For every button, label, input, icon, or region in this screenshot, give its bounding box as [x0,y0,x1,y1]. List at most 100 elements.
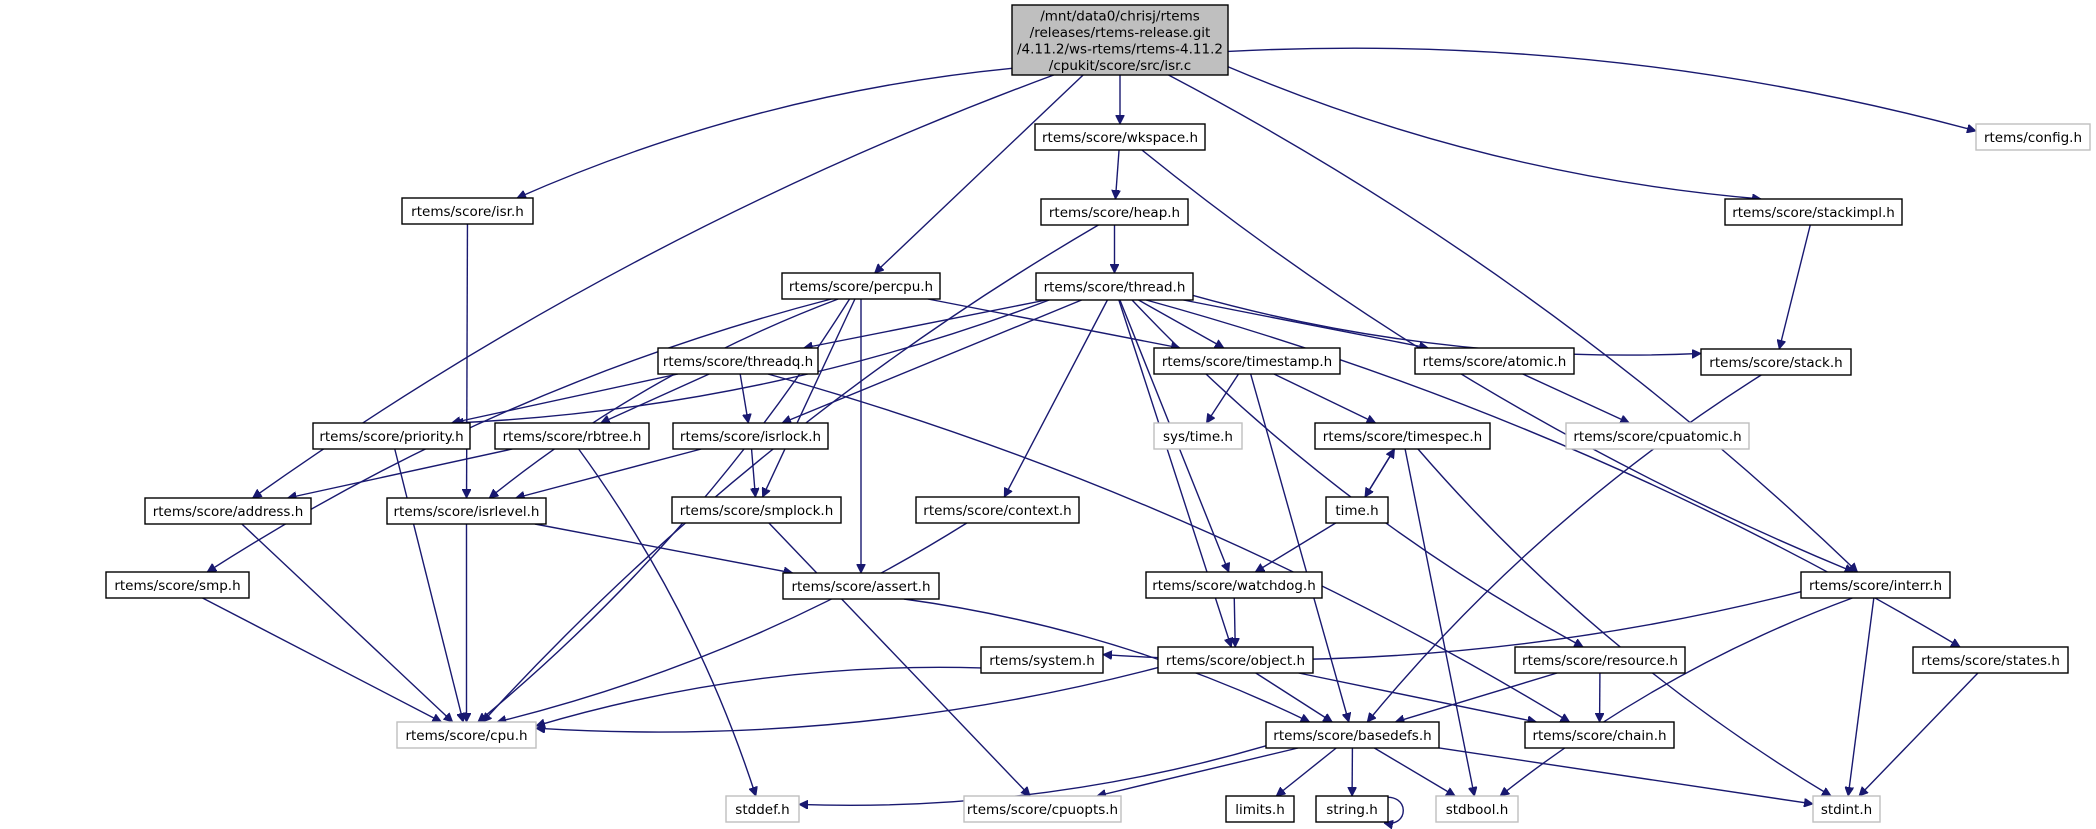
node-systime[interactable]: sys/time.h [1153,422,1243,450]
edge-threadq-to-priority [452,373,679,423]
edge-address-to-cpu [241,523,453,722]
node-box [1414,347,1575,375]
edge-object-to-chain [1298,672,1537,722]
node-label: rtems/score/cpuopts.h [967,802,1118,818]
node-string[interactable]: string.h [1315,795,1389,823]
node-threadq[interactable]: rtems/score/threadq.h [657,347,819,375]
edge-timestamp-to-basedefs [1249,373,1349,722]
node-label: rtems/score/timespec.h [1323,429,1482,445]
node-context[interactable]: rtems/score/context.h [915,496,1080,524]
node-box [1225,795,1295,823]
node-box [1035,272,1194,301]
node-timestamp[interactable]: rtems/score/timestamp.h [1153,347,1341,375]
node-label: rtems/score/isrlevel.h [394,504,540,520]
node-atomic[interactable]: rtems/score/atomic.h [1414,347,1575,375]
node-label: rtems/score/chain.h [1532,728,1666,744]
edge-basedefs-to-stdint [1438,747,1813,804]
node-stdint[interactable]: stdint.h [1812,795,1881,823]
node-box [1800,571,1951,599]
edge-assert-to-basedefs [903,598,1310,723]
node-label: rtems/score/wkspace.h [1042,130,1198,146]
node-box [725,795,800,823]
node-heap[interactable]: rtems/score/heap.h [1040,198,1189,226]
node-label: rtems/score/isrlock.h [680,429,821,445]
edge-thread-to-atomic [1183,299,1428,348]
node-isrlevel[interactable]: rtems/score/isrlevel.h [386,497,547,525]
edge-thread-to-context [1003,299,1109,497]
edge-root-to-percpu [875,74,1084,273]
node-box [963,795,1122,823]
node-stack[interactable]: rtems/score/stack.h [1700,348,1852,376]
node-timespec[interactable]: rtems/score/timespec.h [1314,422,1491,450]
edge-interr-to-stdbool [1500,597,1853,796]
edge-root-to-isr [517,67,1013,198]
node-root[interactable]: /mnt/data0/chrisj/rtems/releases/rtems-r… [1011,4,1229,76]
node-basedefs[interactable]: rtems/score/basedefs.h [1265,721,1440,749]
node-label: rtems/score/stack.h [1709,355,1842,371]
node-label: rtems/config.h [1984,130,2082,146]
node-percpu[interactable]: rtems/score/percpu.h [781,272,941,300]
node-label: rtems/score/states.h [1921,653,2060,669]
node-time[interactable]: time.h [1325,496,1389,524]
node-box [781,272,941,300]
node-thread[interactable]: rtems/score/thread.h [1035,272,1194,301]
node-priority[interactable]: rtems/score/priority.h [312,422,471,450]
edge-watchdog-to-object [1234,597,1235,647]
edge-timestamp-to-systime [1205,373,1240,423]
node-box [1153,422,1243,450]
node-limits[interactable]: limits.h [1225,795,1295,823]
edge-thread-to-stack [1192,294,1701,355]
node-states[interactable]: rtems/score/states.h [1912,646,2069,674]
edge-timespec-to-stdbool [1404,448,1474,796]
node-label: rtems/score/atomic.h [1423,354,1567,370]
node-rbtree[interactable]: rtems/score/rbtree.h [494,422,650,450]
node-box [1265,721,1440,749]
node-label: rtems/score/context.h [923,503,1071,519]
node-system[interactable]: rtems/system.h [980,646,1104,674]
node-cpuopts[interactable]: rtems/score/cpuopts.h [963,795,1122,823]
node-config[interactable]: rtems/config.h [1975,123,2091,151]
node-label: rtems/score/smplock.h [680,503,834,519]
node-label: stddef.h [735,802,789,818]
node-isr[interactable]: rtems/score/isr.h [401,197,534,225]
node-box [144,497,312,525]
node-watchdog[interactable]: rtems/score/watchdog.h [1145,571,1323,599]
node-box [312,422,471,450]
edge-interr-to-stdint [1848,597,1875,796]
edge-timespec-to-stdint [1417,448,1831,797]
node-box [494,422,650,450]
node-stddef[interactable]: stddef.h [725,795,800,823]
node-smplock[interactable]: rtems/score/smplock.h [671,496,842,524]
node-box [980,646,1104,674]
node-object[interactable]: rtems/score/object.h [1157,646,1314,674]
node-stackimpl[interactable]: rtems/score/stackimpl.h [1724,198,1903,226]
node-label: stdint.h [1821,802,1872,818]
node-stdbool[interactable]: stdbool.h [1435,795,1519,823]
node-wkspace[interactable]: rtems/score/wkspace.h [1034,123,1206,151]
node-cpuatomic[interactable]: rtems/score/cpuatomic.h [1565,422,1750,450]
node-address[interactable]: rtems/score/address.h [144,497,312,525]
node-label: rtems/score/threadq.h [663,354,813,370]
edge-isrlevel-to-assert [534,523,793,573]
node-box [782,572,940,600]
node-isrlock[interactable]: rtems/score/isrlock.h [672,422,829,450]
node-cpu[interactable]: rtems/score/cpu.h [396,721,537,749]
node-chain[interactable]: rtems/score/chain.h [1524,721,1675,749]
edge-percpu-to-smplock [763,298,856,497]
node-smp[interactable]: rtems/score/smp.h [105,571,250,599]
node-box [671,496,842,524]
edge-stackimpl-to-stack [1779,224,1811,349]
edge-root-to-interr [1168,74,1858,572]
node-resource[interactable]: rtems/score/resource.h [1514,646,1686,674]
node-label: rtems/score/stackimpl.h [1732,205,1895,221]
node-label: time.h [1335,503,1378,519]
node-assert[interactable]: rtems/score/assert.h [782,572,940,600]
edge-threadq-to-rbtree [601,373,710,423]
node-box [1700,348,1852,376]
node-box [1975,123,2091,151]
edge-system-to-cpu [536,666,982,726]
node-box [1314,422,1491,450]
edge-object-to-basedefs [1255,672,1332,723]
node-interr[interactable]: rtems/score/interr.h [1800,571,1951,599]
